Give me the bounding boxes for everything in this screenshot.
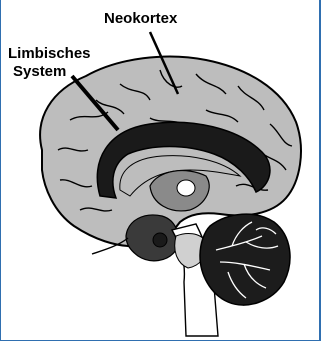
limbic-system-label-line2: System bbox=[13, 63, 66, 80]
neocortex-label: Neokortex bbox=[104, 10, 178, 27]
amygdala bbox=[153, 233, 167, 247]
thalamus-nucleus bbox=[177, 180, 195, 196]
cerebellum bbox=[200, 214, 290, 305]
hippocampus bbox=[126, 215, 178, 261]
limbic-system-label-line1: Limbisches bbox=[8, 45, 91, 62]
